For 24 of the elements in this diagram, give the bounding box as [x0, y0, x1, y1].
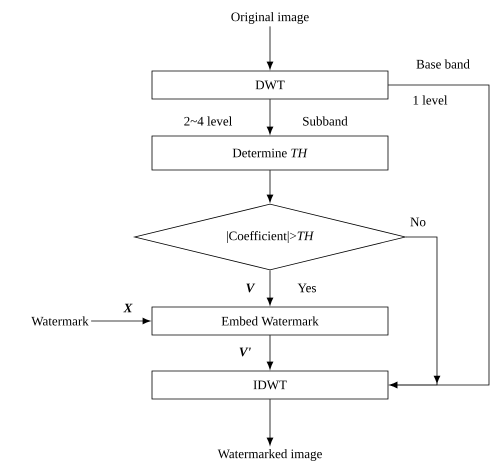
arrow [266, 335, 274, 370]
process-box: Determine TH [152, 136, 388, 170]
edge-label: Base band [415, 58, 471, 70]
flow-text: Watermarked image [218, 449, 322, 461]
arrow [388, 84, 490, 388]
annotation-label: V [246, 284, 256, 292]
flow-text: Original image [231, 12, 309, 24]
arrow [266, 399, 274, 446]
annotation-label: X [123, 304, 133, 312]
arrow [266, 170, 274, 202]
process-box: IDWT [152, 370, 388, 400]
arrow [266, 26, 274, 70]
edge-label: Subband [301, 115, 349, 127]
annotation-label: 1 level [414, 95, 448, 105]
arrow [266, 270, 274, 306]
annotation-label: V' [240, 348, 251, 356]
arrow [90, 318, 150, 324]
annotation-label: 2~4 level [184, 116, 232, 126]
flow-text: Watermark [31, 316, 89, 326]
process-box: DWT [152, 70, 388, 100]
edge-label: Yes [296, 282, 318, 294]
arrow [266, 99, 274, 134]
edge-label: No [409, 216, 427, 228]
process-box: Embed Watermark [152, 306, 388, 336]
